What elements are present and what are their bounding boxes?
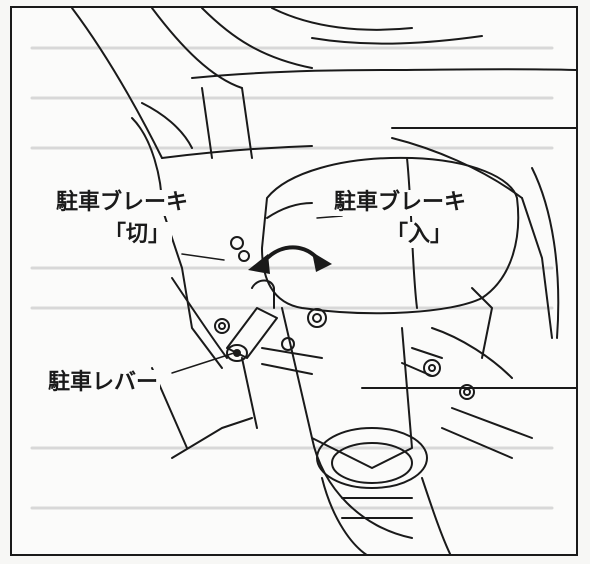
double-headed-curved-arrow-icon [248,245,332,274]
illustration-frame: 駐車ブレーキ 「切」 駐車ブレーキ 「入」 駐車レバー [10,6,578,556]
fender-outline [71,8,576,209]
parking-brake-off-label-line2: 「切」 [102,222,173,248]
rods [261,347,443,377]
bolts [214,236,475,400]
parking-brake-on-label-line2: 「入」 [384,222,455,248]
leader-lines [171,215,343,374]
parking-brake-off-label-line1: 駐車ブレーキ [54,190,191,216]
drive-shaft [316,407,533,554]
background-text-lines [30,46,554,510]
tractor-rear-illustration [30,8,576,554]
parking-lever-label: 駐車レバー [46,370,161,396]
parking-brake-on-label-line1: 駐車ブレーキ [332,190,469,216]
